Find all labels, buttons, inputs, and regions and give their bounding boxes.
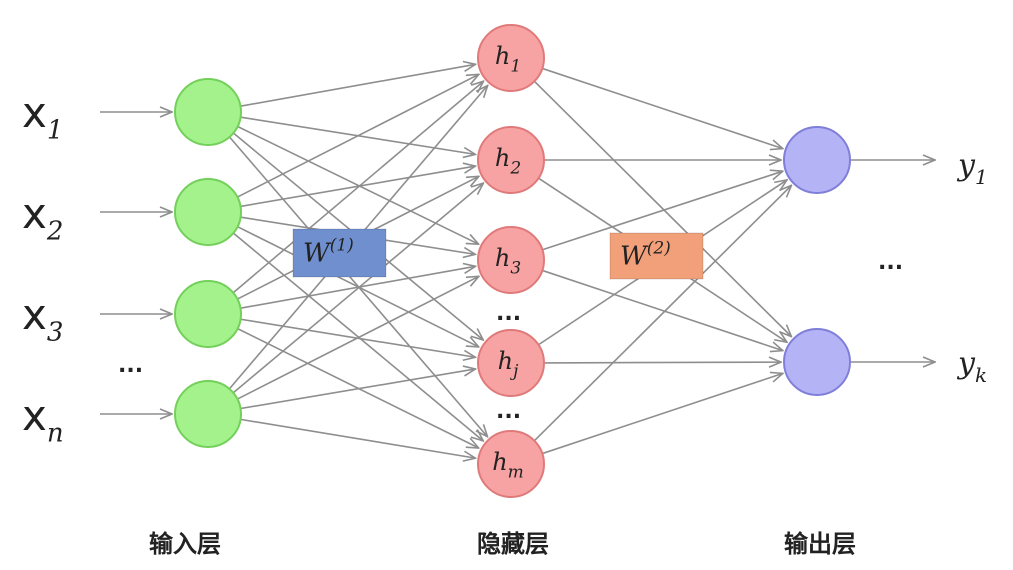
edge-input1-hidden3 bbox=[237, 125, 479, 244]
input-label-n: xn bbox=[22, 391, 64, 449]
edge-input4-hidden4 bbox=[240, 369, 476, 410]
edge-hidden1-output1 bbox=[542, 67, 783, 148]
hidden-neuron bbox=[477, 329, 545, 397]
output-label-1: y1 bbox=[956, 148, 988, 189]
edge-input4-hidden3 bbox=[237, 276, 478, 400]
edge-hidden3-output1 bbox=[542, 171, 782, 251]
edge-input3-hidden1 bbox=[232, 81, 483, 294]
ellipsis-1: ... bbox=[118, 353, 143, 378]
hidden-neuron bbox=[477, 126, 545, 194]
weight-matrix-2-box bbox=[609, 232, 704, 280]
edge-hidden4-output2 bbox=[543, 362, 781, 363]
input-neuron bbox=[174, 178, 242, 246]
output-neuron bbox=[783, 126, 851, 194]
input-label-3: x3 bbox=[22, 290, 63, 348]
weight-matrix-1-box bbox=[292, 228, 387, 278]
edge-hidden1-output2 bbox=[533, 80, 791, 336]
hidden-neuron bbox=[477, 226, 545, 294]
edge-input4-hidden2 bbox=[232, 183, 483, 394]
input-neuron bbox=[174, 280, 242, 348]
input-layer-label: 输入层 bbox=[149, 530, 221, 558]
edge-input1-hidden1 bbox=[240, 64, 475, 107]
input-neuron bbox=[174, 78, 242, 146]
hidden-label-2: h2 bbox=[495, 144, 521, 179]
ellipsis-4: ... bbox=[878, 250, 903, 275]
hidden-label-1: h1 bbox=[495, 42, 521, 77]
output-neuron bbox=[783, 328, 851, 396]
hidden-label-3: h3 bbox=[495, 244, 521, 279]
hidden-neuron bbox=[477, 24, 545, 92]
output-layer-label: 输出层 bbox=[784, 530, 856, 558]
hidden-layer-label: 隐藏层 bbox=[477, 530, 549, 558]
edge-input4-hidden5 bbox=[240, 418, 476, 458]
input-label-2: x2 bbox=[22, 189, 63, 247]
weight-matrix-2-label: W(2) bbox=[620, 238, 671, 271]
ellipsis-2: ... bbox=[496, 301, 521, 326]
hidden-label-j: hj bbox=[498, 347, 519, 382]
hidden-label-m: hm bbox=[492, 448, 524, 483]
edge-hidden5-output2 bbox=[542, 373, 783, 455]
output-label-k: yk bbox=[956, 346, 987, 387]
edge-hidden5-output1 bbox=[533, 185, 791, 442]
weight-matrix-1-label: W(1) bbox=[303, 236, 354, 269]
ellipsis-3: ... bbox=[496, 399, 521, 424]
edge-hidden3-output2 bbox=[542, 269, 783, 350]
hidden-neuron bbox=[477, 430, 545, 498]
input-label-1: x1 bbox=[22, 88, 63, 146]
edge-input2-hidden1 bbox=[237, 74, 478, 198]
input-neuron bbox=[174, 380, 242, 448]
